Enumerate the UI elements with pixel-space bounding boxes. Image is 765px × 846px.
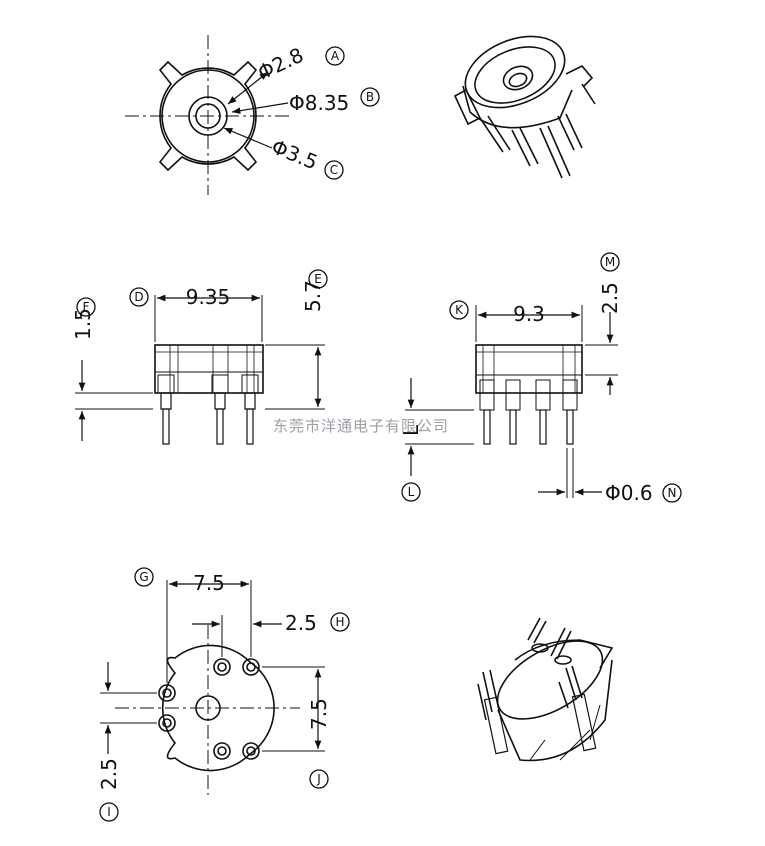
mark-n: N — [668, 486, 677, 500]
mark-k: K — [455, 303, 464, 317]
isometric-top-view — [453, 35, 596, 179]
mark-h: H — [335, 615, 344, 629]
watermark-text: 东莞市洋通电子有限公司 — [273, 417, 449, 435]
dim-pin-offset: 2.5 — [285, 611, 317, 635]
isometric-bottom-view — [477, 617, 614, 762]
mark-a: A — [331, 49, 340, 63]
dim-pin-length: L — [399, 424, 423, 436]
dim-bore-diameter: Φ2.8 — [254, 43, 307, 85]
dim-outer-diameter: Φ8.35 — [289, 91, 349, 115]
mark-c: C — [330, 163, 338, 177]
side-view — [401, 252, 682, 503]
top-view — [125, 35, 380, 195]
mark-b: B — [366, 90, 374, 104]
mark-d: D — [134, 290, 143, 304]
mark-m: M — [605, 255, 615, 269]
front-view — [75, 269, 328, 445]
bottom-view-bore — [195, 695, 221, 721]
bottom-view-body — [161, 644, 275, 772]
bottom-view — [99, 567, 350, 822]
mark-e: E — [314, 272, 322, 286]
dim-side-flange: 2.5 — [598, 282, 622, 314]
dim-side-width: 9.3 — [513, 302, 545, 326]
mark-j: J — [316, 772, 321, 786]
mark-l: L — [408, 485, 415, 499]
front-view-body — [154, 344, 264, 394]
dim-pin-diameter: Φ0.6 — [605, 481, 653, 505]
dim-front-width: 9.35 — [186, 285, 231, 309]
top-view-outer-circle — [161, 69, 255, 163]
dim-front-base: 1.5 — [71, 308, 95, 340]
dim-pitch-x: 7.5 — [193, 571, 225, 595]
dim-inner-diameter: Φ3.5 — [268, 134, 321, 174]
mark-g: G — [139, 570, 148, 584]
dim-front-height: 5.7 — [301, 280, 325, 312]
top-view-body — [158, 60, 258, 172]
mark-i: I — [107, 805, 111, 819]
top-view-bore-inner — [195, 103, 221, 129]
bottom-view-pins — [158, 658, 260, 760]
dim-pitch-side: 2.5 — [97, 758, 121, 790]
mark-f: F — [83, 300, 90, 314]
side-view-body — [475, 344, 583, 394]
top-view-bore-outer — [188, 96, 228, 136]
dim-pitch-y: 7.5 — [307, 698, 331, 730]
